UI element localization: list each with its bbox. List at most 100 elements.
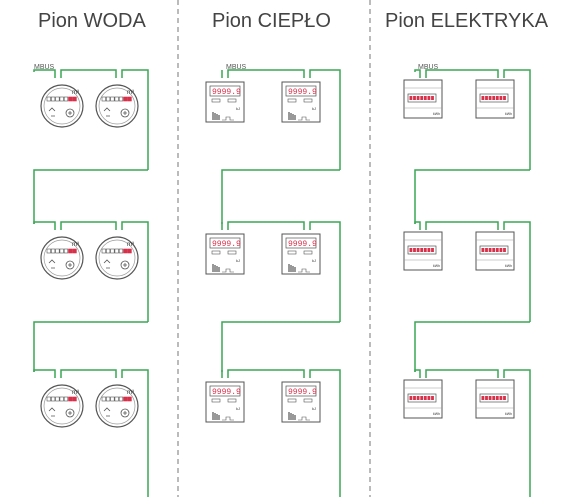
flow-icon [48,259,56,269]
counter-digit [101,396,106,402]
counter-digit [46,396,51,402]
unit-label: m³ [127,242,134,248]
digit [488,96,492,100]
digit [485,396,488,400]
button [211,250,221,255]
flow-icon [48,407,56,417]
counter-digit [127,248,132,254]
bus-riser [503,69,531,170]
digit [416,96,420,100]
counter-digit [110,248,115,254]
digit [495,396,499,400]
unit-label: kWh [505,412,512,416]
pulse-icon [298,116,310,121]
unit-label: kJ [236,258,240,263]
digit [499,248,503,252]
button [211,398,221,403]
flow-icon [103,259,111,269]
heat-meter: 9999.9kJ [281,381,321,423]
water-meter: m³ [40,236,84,280]
dial-mark [68,263,72,267]
bus-riser [121,69,149,170]
button [287,98,297,103]
counter-digit [123,396,128,402]
bus-drop [414,221,421,230]
digit [413,396,416,400]
button [303,98,313,103]
water-meter: m³ [40,84,84,128]
digit [409,96,413,100]
counter-digit [114,96,119,102]
pulse-icon [222,268,234,273]
pulse-icon [222,116,234,121]
counter-digit [110,96,115,102]
meter-display [285,85,317,97]
digit [503,396,506,400]
flow-icon [103,107,111,117]
digit [431,96,434,100]
counter-digit [118,248,124,254]
bus-link [227,221,305,230]
counter-digit [106,396,111,402]
column-title-water: Pion WODA [38,10,146,32]
button [303,398,313,403]
bus-drop [33,221,56,230]
digit [485,96,488,100]
digit [481,248,485,252]
counter-digit [114,248,119,254]
digit [409,248,413,252]
meter-display [209,237,241,249]
digit [409,396,413,400]
water-meter: m³ [95,236,139,280]
bus-riser [503,369,531,497]
water-meter: m³ [95,84,139,128]
electric-meter: kWh [475,379,515,419]
meter-display [209,85,241,97]
electric-meter: kWh [403,379,443,419]
bus-label-electric: MBUS [418,64,439,71]
column-title-electric: Pion ELEKTRYKA [385,10,549,32]
digit [416,248,420,252]
counter-digit [68,248,73,254]
meter-ring [43,387,81,425]
bus-return [221,169,340,224]
pulse-icon [222,416,234,421]
bus-label-heat: MBUS [226,64,247,71]
dial-mark [68,111,72,115]
counter-digit [118,396,124,402]
bus-return [33,321,148,372]
digit [416,396,420,400]
digit [431,396,434,400]
digit [427,248,431,252]
digit [420,248,424,252]
counter-digit [72,396,77,402]
bus-return [221,321,340,372]
dial-mark [68,411,72,415]
bus-link [60,69,117,78]
heat-meter: 9999.9 kJ [205,233,245,275]
counter-digit [63,248,69,254]
counter-digit [106,248,111,254]
counter-digit [55,396,60,402]
counter-digit [123,96,128,102]
counter-digit [55,96,60,102]
unit-label: kWh [433,112,440,116]
digit [495,248,499,252]
digit [503,96,506,100]
counter-digit [59,96,64,102]
button [287,398,297,403]
meter-reading: 9999.9 [212,240,241,249]
digit [427,396,431,400]
water-meter: m³ [95,384,139,428]
heat-meter: 9999.9kJ [281,233,321,275]
unit-label: kWh [505,264,512,268]
flow-icon [103,407,111,417]
unit-label: kWh [505,112,512,116]
digit [423,396,427,400]
counter-digit [68,96,73,102]
digit [427,96,431,100]
meter-display [209,385,241,397]
meter-ring [98,387,136,425]
counter-digit [101,96,106,102]
meter-reading: 9999.9 [288,388,317,397]
